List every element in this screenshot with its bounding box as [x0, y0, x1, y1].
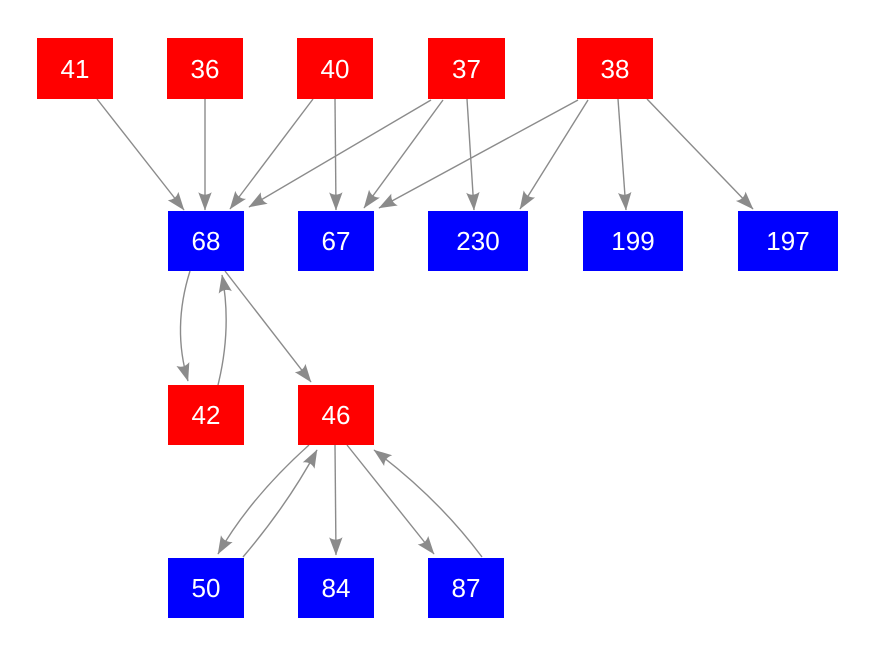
- edge-41-68: [96, 98, 185, 211]
- edge-37-67: [363, 99, 444, 209]
- edge-46-50: [217, 444, 310, 555]
- edge-37-230: [466, 98, 480, 211]
- node-label: 40: [320, 53, 350, 84]
- graph-node-46: 46: [298, 385, 374, 445]
- edge-68-42: [176, 270, 191, 382]
- graph-node-67: 67: [298, 211, 374, 271]
- graph-node-40: 40: [297, 38, 373, 99]
- node-label: 230: [456, 226, 500, 256]
- graph-node-42: 42: [168, 385, 244, 445]
- node-label: 36: [190, 53, 220, 84]
- node-label: 68: [191, 226, 221, 256]
- edge-42-68: [217, 274, 232, 386]
- edge-38-67: [378, 99, 579, 209]
- edge-38-197: [646, 98, 754, 210]
- graph-node-41: 41: [37, 38, 113, 99]
- graph-node-50: 50: [168, 558, 244, 618]
- graph-node-84: 84: [298, 558, 374, 618]
- edge-37-68: [248, 99, 432, 208]
- edge-40-67: [329, 98, 343, 211]
- graph-node-199: 199: [583, 211, 683, 271]
- edge-38-230: [519, 99, 589, 210]
- node-label: 199: [611, 226, 655, 256]
- node-label: 42: [191, 400, 221, 430]
- graph-node-37: 37: [428, 38, 505, 99]
- graph-node-38: 38: [577, 38, 653, 99]
- graph-node-68: 68: [168, 211, 244, 271]
- node-label: 67: [321, 226, 351, 256]
- graph-node-230: 230: [428, 211, 528, 271]
- edge-46-87: [346, 444, 435, 555]
- graph-node-36: 36: [167, 38, 243, 99]
- node-label: 50: [191, 573, 221, 603]
- edge-40-68: [229, 98, 314, 210]
- graph-node-197: 197: [738, 211, 838, 271]
- edge-46-84: [329, 444, 343, 556]
- node-label: 197: [766, 226, 810, 256]
- edge-87-46: [373, 449, 483, 558]
- node-label: 38: [600, 53, 630, 84]
- node-label: 37: [452, 53, 481, 84]
- graph-node-87: 87: [428, 558, 504, 618]
- edge-38-199: [617, 98, 632, 211]
- edge-68-46: [224, 270, 312, 383]
- node-label: 84: [321, 573, 351, 603]
- node-label: 46: [321, 400, 351, 430]
- edge-50-46: [242, 449, 318, 558]
- node-label: 87: [451, 573, 481, 603]
- node-label: 41: [60, 53, 90, 84]
